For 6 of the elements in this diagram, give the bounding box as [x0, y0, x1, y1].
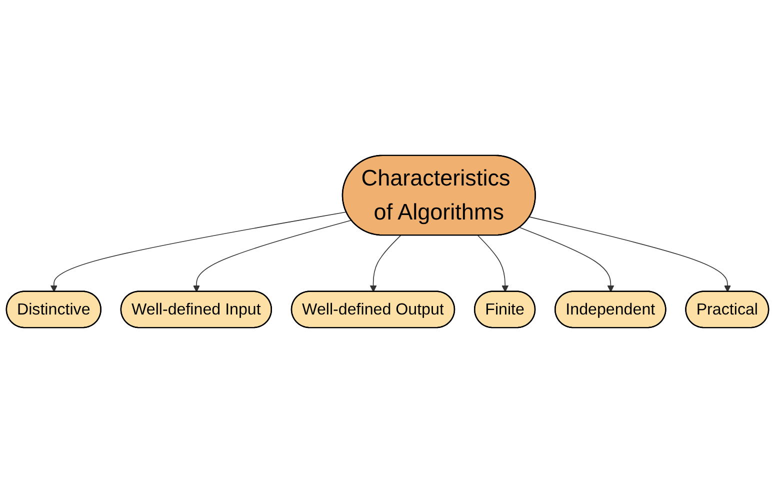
arrow — [529, 216, 732, 292]
arrow — [370, 235, 402, 292]
arrow — [478, 235, 509, 292]
arrow — [519, 227, 614, 292]
arrow — [192, 220, 352, 292]
arrow — [50, 212, 347, 292]
